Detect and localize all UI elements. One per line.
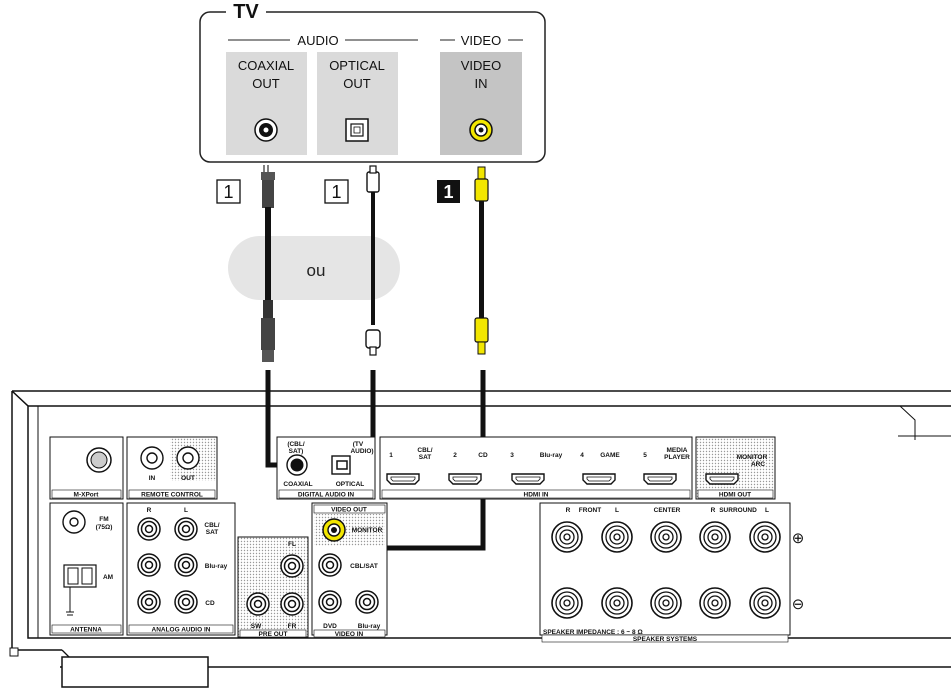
speaker-systems-section: R FRONT L CENTER R SURROUND L ⊕ ⊖ SPEAKE… [539,502,805,643]
svg-text:R: R [147,507,152,514]
or-label: ou [307,261,326,280]
svg-text:MONITOR: MONITOR [737,454,768,461]
video-jack-icon [469,118,493,142]
analog-audio-in-section: R L CBL/ SAT Blu-ray CD ANALOG AUDIO IN [126,502,236,636]
svg-text:R: R [566,507,571,514]
antenna-section: FM (75Ω) AM ANTENNA [49,502,124,636]
hdmi-in-port-label: 3 [510,452,514,459]
antenna-label: ANTENNA [70,627,102,634]
coaxial-cable [261,165,282,468]
svg-text:SW: SW [251,623,262,630]
hdmi-in-port-label: CBL/ [417,447,432,454]
pre-out-label: PRE OUT [259,631,288,638]
svg-text:ARC: ARC [751,461,765,468]
svg-text:SAT): SAT) [289,448,304,455]
hdmi-in-port-label: Blu-ray [540,452,563,459]
svg-text:AM: AM [103,574,113,581]
digital-audio-in-section: (CBL/ SAT) (TV AUDIO) COAXIAL OPTICAL DI… [276,436,376,500]
optical-out-label: OPTICAL [329,58,385,73]
svg-text:COAXIAL: COAXIAL [283,481,312,488]
step-badge-optical: 1 [324,179,349,204]
svg-text:1: 1 [443,182,453,202]
svg-text:MONITOR: MONITOR [352,527,383,534]
hdmi-in-port-label: CD [478,452,488,459]
hdmi-out-label: HDMI OUT [719,492,751,499]
video-in-section-label: VIDEO IN [335,631,364,638]
minus-icon: ⊖ [792,596,805,613]
tv-title: TV [233,1,259,23]
svg-text:1: 1 [223,182,233,202]
svg-text:OPTICAL: OPTICAL [336,481,365,488]
video-out-label: VIDEO OUT [331,507,367,514]
coaxial-jack-icon [254,118,278,142]
svg-text:SAT: SAT [206,529,219,536]
mxport-section: M-XPort [49,436,124,500]
svg-text:Blu-ray: Blu-ray [358,623,381,630]
hdmi-in-port-label: 1 [389,452,393,459]
pre-out-section: FL SW FR PRE OUT [237,536,309,638]
svg-text:FL: FL [288,541,296,548]
svg-text:AUDIO): AUDIO) [350,448,373,455]
svg-text:FR: FR [288,623,297,630]
svg-text:L: L [615,507,619,514]
svg-text:1: 1 [331,182,341,202]
svg-text:OUT: OUT [181,475,195,482]
coaxial-out-label: COAXIAL [238,58,294,73]
mxport-label: M-XPort [74,492,100,499]
video-in-label: VIDEO [461,58,501,73]
svg-text:L: L [765,507,769,514]
coaxial-out-label-2: OUT [252,76,280,91]
hdmi-in-port-label: GAME [600,452,620,459]
svg-text:IN: IN [149,475,156,482]
svg-text:FM: FM [99,516,108,523]
receiver-rear-panel [9,390,951,688]
svg-text:DVD: DVD [323,623,337,630]
plus-icon: ⊕ [792,530,805,547]
hdmi-in-port-label: 4 [580,452,584,459]
audio-group-label: AUDIO [297,33,338,48]
svg-text:FRONT: FRONT [579,507,601,514]
impedance-label: SPEAKER IMPEDANCE : 6 ~ 8 Ω [543,629,643,636]
hdmi-in-port-label: SAT [419,454,432,461]
speaker-systems-label: SPEAKER SYSTEMS [633,636,698,643]
hdmi-in-port-label: 2 [453,452,457,459]
svg-text:R: R [711,507,716,514]
svg-text:(TV: (TV [353,441,364,448]
svg-text:L: L [184,507,188,514]
tv-panel: TV AUDIO VIDEO COAXIAL OUT OPTICAL OUT V… [199,0,546,163]
optical-jack-icon [345,118,369,142]
hdmi-in-port-label: MEDIA [667,447,688,454]
hdmi-out-section: MONITOR ARC HDMI OUT [695,436,776,500]
cable-ends [293,460,348,533]
step-badge-coaxial: 1 [216,179,241,204]
svg-text:Blu-ray: Blu-ray [205,563,228,570]
remote-control-section: IN OUT REMOTE CONTROL [126,436,218,500]
analog-audio-in-label: ANALOG AUDIO IN [152,627,211,634]
svg-text:CBL/SAT: CBL/SAT [350,563,378,570]
step-badge-video: 1 [437,180,460,203]
optical-cable [348,165,381,469]
svg-text:CENTER: CENTER [654,507,681,514]
video-section: VIDEO OUT MONITOR CBL/SAT DVD Blu-ray VI… [311,502,388,638]
optical-out-label-2: OUT [343,76,371,91]
digital-audio-in-label: DIGITAL AUDIO IN [298,492,355,499]
svg-text:(CBL/: (CBL/ [287,441,305,448]
video-in-label-2: IN [475,76,488,91]
svg-text:(75Ω): (75Ω) [96,524,113,531]
remote-control-label: REMOTE CONTROL [141,492,203,499]
svg-text:CD: CD [205,600,215,607]
hdmi-in-port-label: 5 [643,452,647,459]
svg-text:CBL/: CBL/ [204,522,219,529]
video-group-label: VIDEO [461,33,501,48]
svg-text:SURROUND: SURROUND [719,507,757,514]
hdmi-in-port-label: PLAYER [664,454,690,461]
hdmi-in-label: HDMI IN [524,492,549,499]
